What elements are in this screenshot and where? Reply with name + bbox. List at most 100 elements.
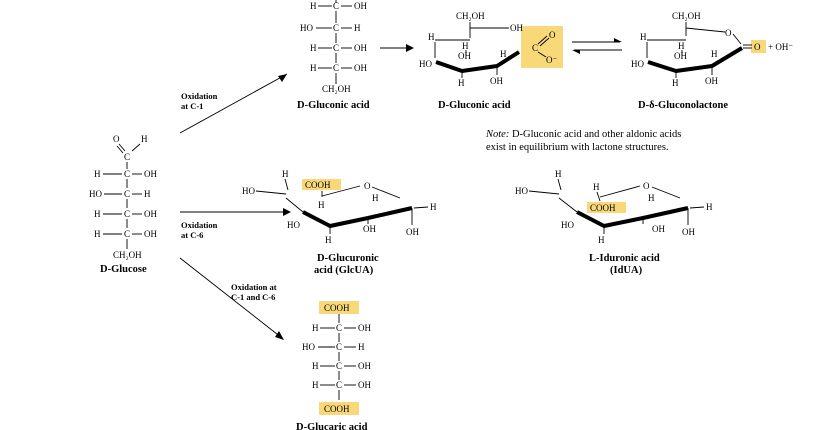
glucuronic-structure: COOH H HO O H H H HO H OH OH D-Glucuroni… bbox=[242, 169, 437, 276]
glucose-aldehyde-o: O bbox=[113, 134, 120, 144]
note-prefix: Note: bbox=[485, 129, 509, 140]
iduronic-h-top: H bbox=[555, 169, 562, 179]
note-line1: Note: D-Gluconic acid and other aldonic … bbox=[485, 129, 681, 140]
gluconic-ring-h-bottom: H bbox=[458, 78, 465, 88]
glucose-structure: O H C H C OH HO C H H C OH H C OH CH₂OH … bbox=[89, 134, 157, 275]
cond-both-line2: C-1 and C-6 bbox=[231, 292, 275, 302]
iduronic-cooh-highlight bbox=[587, 202, 626, 213]
gluconic-c6: CH₂OH bbox=[322, 84, 351, 94]
glucose-aldehyde-h: H bbox=[141, 134, 148, 144]
glucuronic-h-c2: H bbox=[318, 200, 325, 210]
glucaric-c5-left: H bbox=[312, 380, 319, 390]
glucuronic-backbone bbox=[302, 206, 413, 228]
glucuronic-ho-top: HO bbox=[242, 186, 255, 196]
glucose-c5: C bbox=[124, 229, 130, 239]
cond-both-line1: Oxidation at bbox=[231, 282, 277, 292]
condition-labels: Oxidation at C-1 Oxidation at C-6 Oxidat… bbox=[181, 91, 277, 302]
gluconic-ring-h-c2: H bbox=[500, 49, 507, 59]
gluconic-ring-h-c4: H bbox=[462, 41, 469, 51]
iduronic-oh-right: OH bbox=[682, 227, 695, 237]
lactone-oh-c4: OH bbox=[674, 51, 687, 61]
lactone-carbonyl-o: O bbox=[754, 42, 761, 52]
cond-c6-line2: at C-6 bbox=[181, 230, 203, 240]
iduronic-h-c4: H bbox=[648, 193, 655, 203]
gluconic-c2-left: H bbox=[310, 1, 317, 11]
glucose-c5-right: OH bbox=[144, 229, 157, 239]
glucaric-top-cooh-highlight bbox=[319, 301, 359, 314]
glucose-c3: C bbox=[124, 189, 130, 199]
glucuronic-oh-right: OH bbox=[406, 227, 419, 237]
glucaric-c4-left: H bbox=[312, 361, 319, 371]
gluconic-ring-oh-c4: OH bbox=[458, 51, 471, 61]
cond-c1-line1: Oxidation bbox=[181, 91, 218, 101]
glucuronic-h-bottom: H bbox=[325, 235, 332, 245]
gluconic-ring-structure: CH₂OH OH H H OH H HO H OH C O O⁻ D-Gluco… bbox=[419, 11, 563, 111]
lactone-ring-o: O bbox=[725, 28, 732, 38]
iduronic-ho-top: HO bbox=[515, 186, 528, 196]
iduronic-cooh: COOH bbox=[590, 203, 616, 213]
gluconic-c4-left: H bbox=[310, 43, 317, 53]
gluconic-open-structure: H C OH HO C H H C OH H C OH CH₂OH D-Gluc… bbox=[297, 0, 414, 111]
glucaric-c2-left: H bbox=[312, 323, 319, 333]
lactone-ch2oh: CH₂OH bbox=[672, 11, 701, 21]
lactone-name: D-δ-Gluconolactone bbox=[638, 100, 728, 111]
glucaric-bottom-cooh-highlight bbox=[319, 402, 359, 415]
lactone-oh-bottom: OH bbox=[705, 76, 718, 86]
glucuronic-ring-o: O bbox=[364, 181, 371, 191]
iduronic-ho-left: HO bbox=[561, 220, 574, 230]
iduronic-name-line1: L-Iduronic acid bbox=[589, 253, 660, 264]
cond-c6-line1: Oxidation bbox=[181, 220, 218, 230]
glucaric-c5: C bbox=[336, 380, 342, 390]
lactone-plus-oh: + OH⁻ bbox=[768, 42, 793, 52]
glucaric-cooh-top: COOH bbox=[324, 303, 350, 313]
gluconic-c5: C bbox=[333, 63, 339, 73]
iduronic-oh-c1: OH bbox=[652, 224, 665, 234]
arrow-to-gluconic bbox=[179, 73, 288, 134]
glucose-c4: C bbox=[124, 209, 130, 219]
gluconic-c5-left: H bbox=[310, 63, 317, 73]
gluconic-c2: C bbox=[333, 1, 339, 11]
gluconic-ring-oh-bottom: OH bbox=[490, 76, 503, 86]
gluconic-ring-o-double: O bbox=[549, 30, 556, 40]
gluconic-ring-o-minus: O⁻ bbox=[546, 55, 557, 65]
glucose-c4-right: OH bbox=[144, 209, 157, 219]
note-line2: exist in equilibrium with lactone struct… bbox=[486, 142, 669, 153]
iduronic-h-right: H bbox=[706, 202, 713, 212]
lactone-ho-left: HO bbox=[631, 59, 644, 69]
gluconic-ring-carbon: C bbox=[532, 43, 538, 53]
glucuronic-ho-left: HO bbox=[287, 220, 300, 230]
lactone-structure: CH₂OH O H H OH H HO H OH O + OH⁻ D-δ-Glu… bbox=[631, 11, 793, 111]
gluconic-open-name: D-Gluconic acid bbox=[297, 100, 370, 111]
glucose-c3-left: HO bbox=[89, 189, 102, 199]
lactone-h-left: H bbox=[640, 32, 647, 42]
glucose-c2-left: H bbox=[94, 169, 101, 179]
lactone-h-bottom: H bbox=[672, 78, 679, 88]
lactone-note: Note: D-Gluconic acid and other aldonic … bbox=[485, 129, 681, 153]
gluconic-ring-oh-top: OH bbox=[510, 23, 523, 33]
glucose-name: D-Glucose bbox=[100, 264, 147, 275]
glucaric-c2: C bbox=[336, 323, 342, 333]
note-line1-rest: D-Gluconic acid and other aldonic acids bbox=[512, 129, 681, 140]
glucuronic-name-line1: D-Glucuronic bbox=[317, 253, 379, 264]
gluconic-c3-left: HO bbox=[300, 23, 313, 33]
iduronic-name-line2: (IdUA) bbox=[610, 265, 643, 276]
glucuronic-h-top: H bbox=[282, 169, 289, 179]
gluconic-c5-right: OH bbox=[354, 63, 367, 73]
gluconic-ring-h-left: H bbox=[428, 32, 435, 42]
lactone-h-c2: H bbox=[711, 49, 718, 59]
glucaric-c3-right: H bbox=[358, 342, 365, 352]
glucuronic-cooh: COOH bbox=[305, 180, 331, 190]
glucose-c1: C bbox=[124, 152, 130, 162]
iduronic-backbone bbox=[576, 206, 689, 228]
equilibrium-arrows bbox=[572, 38, 622, 54]
glucuronic-h-c4: H bbox=[372, 193, 379, 203]
glucaric-c4-right: OH bbox=[358, 361, 371, 371]
gluconic-ring-ho-left: HO bbox=[419, 59, 432, 69]
glucaric-structure: COOH H C OH HO C H H C OH H C OH COOH D-… bbox=[296, 301, 371, 430]
lactone-h-c4: H bbox=[678, 41, 685, 51]
glucaric-c5-right: OH bbox=[358, 380, 371, 390]
gluconic-c3-right: H bbox=[354, 23, 361, 33]
iduronic-structure: H HO H O COOH H H HO H OH OH L-Iduronic … bbox=[515, 169, 713, 276]
reaction-arrows bbox=[179, 73, 291, 340]
